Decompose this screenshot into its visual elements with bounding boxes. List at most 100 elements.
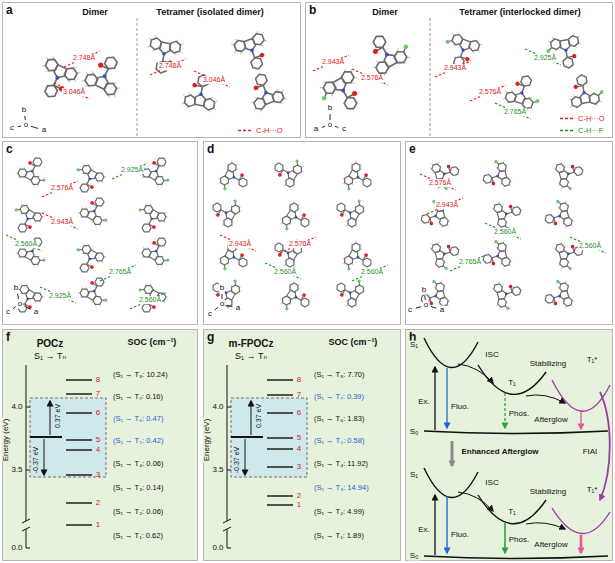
axis-letter: o xyxy=(423,301,429,310)
distance-label: 2.943Å xyxy=(228,240,252,248)
illustration-circle xyxy=(570,164,574,168)
illustration-circle xyxy=(506,306,510,310)
axis-line xyxy=(431,306,437,308)
illustration-polygon xyxy=(576,74,587,86)
soc-value: (S₁ → T₄: 11.92) xyxy=(313,460,369,468)
panel-heading: SOC (cm⁻¹) xyxy=(329,338,378,348)
axis-break xyxy=(22,519,30,531)
level-number: 8 xyxy=(95,376,101,385)
illustration-polygon xyxy=(435,290,445,300)
illustration-polygon xyxy=(94,196,105,208)
panel-letter: d xyxy=(207,143,214,156)
illustration-circle xyxy=(321,95,327,101)
illustration-polygon xyxy=(348,289,359,300)
illustration-circle xyxy=(97,62,104,69)
panel-background xyxy=(2,2,301,138)
illustration-line xyxy=(40,179,42,181)
state-label: S₁ xyxy=(409,341,419,350)
illustration-circle xyxy=(403,44,409,50)
axis-line xyxy=(18,126,21,128)
energy-curve xyxy=(552,508,610,534)
illustration-circle xyxy=(215,212,220,217)
arrow xyxy=(458,492,493,511)
axis-line xyxy=(416,306,422,308)
illustration-circle xyxy=(364,173,369,178)
illustration-polygon xyxy=(156,156,167,168)
soc-value: (S₁ → T₁: 1.89) xyxy=(313,532,365,540)
molecule xyxy=(68,240,107,279)
illustration-circle xyxy=(445,39,450,44)
illustration-circle xyxy=(285,307,289,311)
energy-window xyxy=(30,398,106,477)
molecule xyxy=(541,277,575,313)
distance-label: 2.765Å xyxy=(108,268,132,276)
illustration-circle xyxy=(568,266,572,270)
distance-label: 2.943Å xyxy=(321,58,345,66)
level-number: 6 xyxy=(95,409,101,418)
illustration-circle xyxy=(582,91,586,95)
illustration-circle xyxy=(90,200,95,205)
distance-label: 2.560Å xyxy=(578,242,602,250)
axis-line xyxy=(24,306,30,309)
distance-label: 2.576Å xyxy=(478,88,502,96)
axis-letter: c xyxy=(341,125,347,134)
soc-value: (S₁ → T₈: 10.24) xyxy=(112,371,169,379)
illustration-circle xyxy=(570,244,574,248)
illustration-polygon xyxy=(255,72,269,86)
illustration-circle xyxy=(233,199,237,203)
triplet-level xyxy=(267,448,293,449)
state-label: Afterglow xyxy=(533,541,568,550)
triplet-level xyxy=(267,412,293,413)
illustration-polygon xyxy=(148,210,159,221)
energy-curve xyxy=(424,431,608,434)
molecule xyxy=(130,280,169,319)
panel-heading: Dimer xyxy=(372,8,398,18)
illustration-circle xyxy=(535,99,540,104)
legend-text: C-H···O xyxy=(577,114,606,123)
illustration-line xyxy=(164,259,166,261)
triplet-level xyxy=(66,393,92,394)
illustration-line xyxy=(18,209,20,211)
panel-background xyxy=(2,141,198,325)
illustration-circle xyxy=(351,90,358,97)
level-number: 2 xyxy=(95,499,101,508)
level-number: 4 xyxy=(95,446,101,455)
illustration-polygon xyxy=(94,276,105,288)
illustration-circle xyxy=(434,294,437,297)
illustration-circle xyxy=(232,175,236,179)
illustration-circle xyxy=(166,258,170,262)
panel-letter: f xyxy=(6,331,10,344)
axis-break xyxy=(223,519,231,531)
illustration-polygon xyxy=(343,95,359,111)
level-number: 3 xyxy=(95,471,101,480)
energy-curve xyxy=(424,338,478,368)
illustration-circle xyxy=(553,301,557,305)
illustration-circle xyxy=(572,54,577,59)
contact-line xyxy=(40,287,76,303)
illustration-line xyxy=(142,289,144,291)
illustration-circle xyxy=(277,172,282,177)
illustration-polygon xyxy=(420,214,431,224)
arrow xyxy=(580,535,583,553)
illustration-line xyxy=(286,225,288,227)
illustration-polygon xyxy=(382,52,398,68)
distance-label: 2.925Å xyxy=(120,166,144,174)
illustration-circle xyxy=(28,160,33,165)
molecule xyxy=(138,151,177,190)
contact-line xyxy=(42,181,78,197)
illustration-polygon xyxy=(332,77,348,93)
illustration-circle xyxy=(277,252,282,257)
contact-line xyxy=(280,237,316,253)
contact-line xyxy=(313,55,349,71)
illustration-line xyxy=(533,101,536,104)
illustration-circle xyxy=(348,211,352,215)
illustration-polygon xyxy=(449,246,460,256)
illustration-circle xyxy=(223,267,227,271)
panel-letter: a xyxy=(6,4,13,17)
illustration-line xyxy=(449,40,452,43)
axis-letter: o xyxy=(23,121,29,130)
contact-line xyxy=(220,235,256,251)
illustration-polygon xyxy=(261,91,275,105)
distance-label: 2.576Å xyxy=(50,184,74,192)
legend-sample xyxy=(560,127,574,133)
